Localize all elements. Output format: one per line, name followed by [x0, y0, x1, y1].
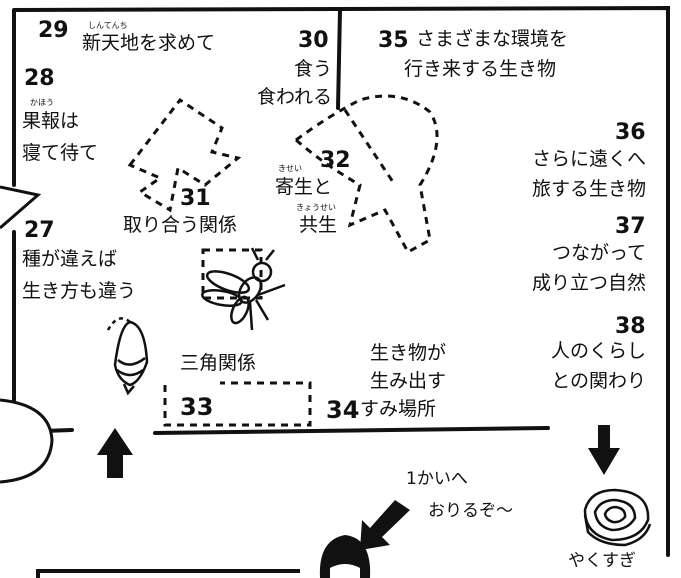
yakusugi-label: やくすぎ — [568, 551, 636, 571]
exhibit-37-label-1: つながって — [551, 242, 646, 264]
zone-31-outline — [127, 97, 242, 213]
exhibit-36-label-1: さらに遠くへ — [531, 148, 646, 170]
zone-33-outline — [163, 381, 312, 427]
exhibit-34-label-2: 生み出す — [370, 370, 447, 392]
yakusugi-drawing — [583, 488, 652, 547]
partition-wall — [336, 8, 342, 110]
exhibit-29-label: 新天地を求めて — [82, 32, 216, 54]
exhibit-32-label-1: 寄生と — [275, 176, 333, 198]
exhibit-38-label-2: との関わり — [551, 370, 646, 392]
bottom-wall — [12, 426, 550, 435]
exhibit-38-label-1: 人のくらし — [550, 340, 646, 362]
downstairs-note-2: おりるぞ〜 — [428, 501, 513, 521]
cocoon-drawing — [106, 317, 149, 396]
exhibit-37-label-2: 成り立つ自然 — [531, 272, 646, 294]
exhibit-36-label-2: 旅する生き物 — [531, 178, 646, 200]
exhibit-36-number: 36 — [615, 120, 646, 145]
zone-32-outline — [293, 94, 439, 255]
exhibit-37-number: 37 — [615, 214, 646, 239]
exhibit-31-number: 31 — [180, 186, 211, 211]
exhibit-32-ruby: きせい — [278, 164, 302, 173]
exhibit-35-number: 35 — [378, 28, 409, 53]
exhibit-34-label-1: 生き物が — [370, 342, 447, 364]
left-wedge — [0, 185, 42, 230]
girl-drawing — [319, 535, 371, 578]
exhibit-31-label: 取り合う関係 — [123, 214, 238, 236]
bottom-panel — [36, 569, 300, 578]
exhibit-32-label-2: 共生 — [299, 214, 338, 236]
exhibit-29-number: 29 — [38, 18, 69, 43]
exhibit-35-label-2: 行き来する生き物 — [404, 58, 557, 80]
exhibit-32-ruby-2: きょうせい — [296, 203, 336, 212]
left-round-exhibit — [0, 398, 54, 484]
exhibit-33-label: 三角関係 — [180, 352, 257, 374]
zone-insect-box — [201, 248, 263, 300]
down-arrow-right — [588, 425, 620, 475]
down-left-arrow — [360, 500, 410, 550]
exhibit-33-number: 33 — [180, 393, 214, 421]
exhibit-34-label-3: すみ場所 — [360, 398, 437, 420]
exhibit-35-label-1: さまざまな環境を — [416, 28, 569, 50]
exhibit-27-label-2: 生き方も違う — [22, 280, 137, 302]
exhibit-28-label-2: 寝て待て — [22, 142, 99, 164]
exhibit-29-ruby: しんてんち — [88, 21, 128, 30]
exhibit-27-number: 27 — [24, 218, 55, 243]
exhibit-28-number: 28 — [24, 66, 55, 91]
exhibit-30-number: 30 — [298, 28, 329, 53]
exhibit-28-ruby: かほう — [30, 98, 54, 107]
exhibit-32-number: 32 — [320, 148, 351, 173]
zone-32-inner — [343, 109, 397, 186]
exhibit-38-number: 38 — [615, 314, 646, 339]
exhibit-28-label-1: 果報は — [22, 110, 80, 132]
outer-wall — [12, 5, 670, 557]
exhibit-34-number: 34 — [326, 396, 360, 424]
up-arrow — [97, 428, 133, 478]
downstairs-note-1: 1かいへ — [406, 469, 468, 489]
exhibit-30-label-2: 食われる — [256, 86, 332, 108]
exhibit-30-label-1: 食う — [293, 58, 332, 80]
exhibit-27-label-1: 種が違えば — [22, 248, 118, 270]
insect-drawing — [201, 247, 286, 331]
